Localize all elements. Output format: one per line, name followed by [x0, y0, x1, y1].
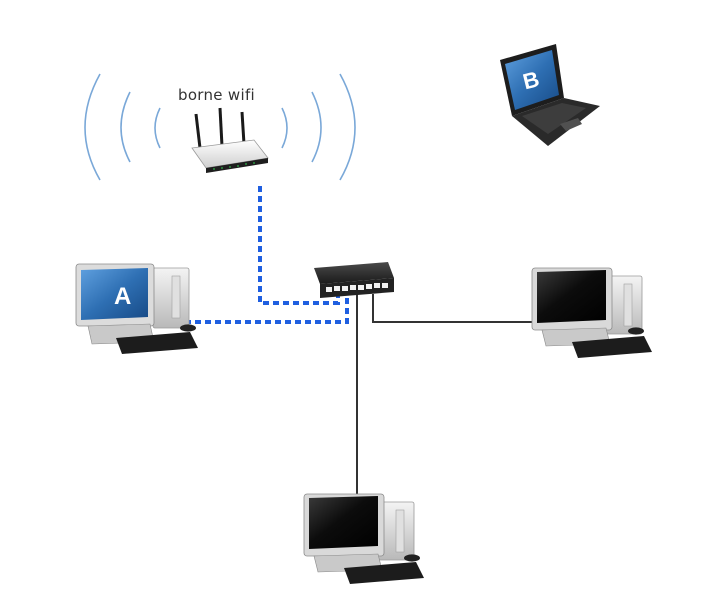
computer-bottom-screen: [309, 496, 378, 549]
wifi-wave-right-1: [281, 107, 288, 149]
laptop-b: [500, 44, 600, 146]
computer-a-tower: [152, 267, 190, 329]
network-switch: [314, 262, 394, 298]
computer-bottom-mouse: [404, 554, 420, 562]
computer-right-keyboard: [572, 336, 652, 358]
wifi-wave-left-2: [120, 91, 131, 163]
ethernet-links: [356, 294, 540, 497]
computer-right-mouse: [628, 327, 644, 335]
link-router-to-switch: [258, 186, 340, 305]
computer-bottom: [303, 493, 424, 584]
computer-a-screen: [81, 268, 148, 320]
router-label: borne wifi: [178, 86, 255, 104]
link-computer-a-to-switch: [185, 292, 349, 324]
switch-top: [314, 262, 394, 284]
computer-a-mouse: [180, 324, 196, 332]
computer-right-screen: [537, 270, 606, 323]
switch-ports: [326, 283, 388, 292]
computer-bottom-keyboard: [344, 562, 424, 584]
wifi-link-dotted: [185, 186, 349, 324]
wifi-wave-left-1: [154, 107, 161, 149]
router-antenna-middle: [218, 107, 224, 147]
computer-a-keyboard: [116, 332, 198, 354]
wifi-wave-left-3: [84, 73, 101, 181]
wifi-wave-right-2: [311, 91, 322, 163]
computer-a-letter: A: [114, 283, 131, 310]
laptop-b-screen: [505, 50, 559, 110]
router-front-panel: [206, 158, 268, 173]
router-antenna-right: [240, 111, 246, 145]
laptop-b-letter: B: [520, 66, 541, 94]
laptop-b-touchpad: [560, 118, 582, 131]
computer-right: [531, 267, 652, 358]
wifi-router: [191, 107, 269, 173]
router-antenna-left: [194, 113, 202, 149]
wifi-wave-right-3: [339, 73, 356, 181]
laptop-b-keyboard: [522, 103, 586, 134]
link-switch-to-right-pc: [372, 294, 540, 323]
wifi-waves: [84, 73, 356, 181]
computer-a: [75, 263, 198, 354]
